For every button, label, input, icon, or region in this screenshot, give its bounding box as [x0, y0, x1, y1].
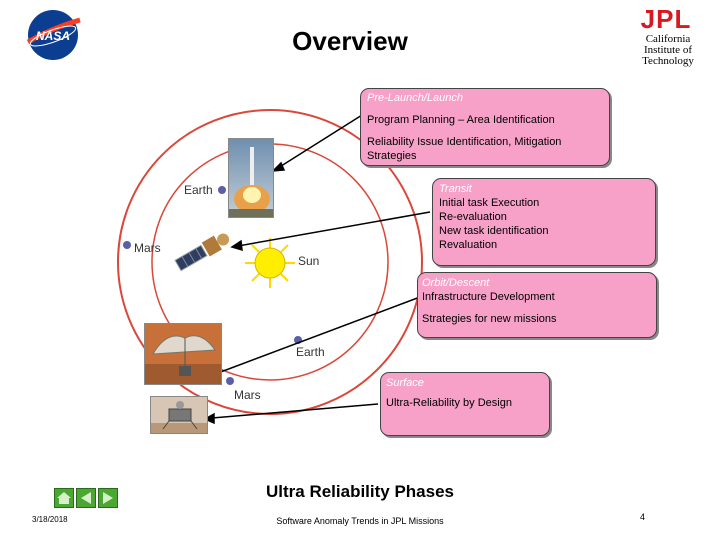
arrow-transit	[237, 211, 431, 247]
spacecraft-image	[174, 233, 230, 272]
nasa-logo: NASA	[26, 10, 81, 60]
outer-orbit	[117, 109, 423, 415]
surface-lander-image	[150, 396, 208, 434]
page-number: 4	[640, 512, 646, 522]
rocket-launch-image	[228, 138, 274, 218]
label-sun: Sun	[298, 254, 320, 268]
phase-header: Surface	[386, 377, 424, 389]
phase-line: Infrastructure Development	[422, 291, 555, 303]
footer-date: 3/18/2018	[32, 515, 68, 524]
arrow-surface	[211, 403, 379, 419]
page-title: Overview	[292, 26, 408, 56]
arrow-orbit	[209, 296, 421, 377]
descent-parachute-image	[144, 323, 222, 385]
phase-header: Pre-Launch/Launch	[367, 92, 464, 104]
arrow-left-icon	[81, 492, 91, 504]
phase-line: Strategies for new missions	[422, 313, 557, 325]
mars-planet-bottom	[226, 377, 234, 385]
earth-planet-top	[218, 186, 226, 194]
jpl-logo: JPL	[641, 6, 692, 32]
phase-box-launch: Pre-Launch/Launch Program Planning – Are…	[360, 88, 610, 166]
institution-line: California	[645, 33, 691, 45]
arrow-launch	[277, 109, 371, 169]
footer-title: Software Anomaly Trends in JPL Missions	[276, 516, 444, 526]
institution-line: Technology	[642, 55, 694, 67]
phase-header: Transit	[439, 183, 472, 195]
label-mars-left: Mars	[134, 241, 161, 255]
phase-line: Program Planning – Area Identification	[367, 114, 555, 126]
previous-button[interactable]	[76, 488, 96, 508]
phase-line: Revaluation	[439, 239, 498, 251]
phase-header: Orbit/Descent	[422, 277, 490, 289]
phase-line: New task identification	[439, 225, 549, 237]
home-button[interactable]	[54, 488, 74, 508]
phase-box-transit: Transit Initial task Execution Re-evalua…	[432, 178, 656, 266]
phase-line: Reliability Issue Identification, Mitiga…	[367, 136, 562, 162]
sun-icon	[245, 238, 295, 288]
label-earth-bottom: Earth	[296, 345, 325, 359]
home-icon	[57, 492, 71, 504]
mars-planet-left	[123, 241, 131, 249]
phase-box-orbit: Orbit/Descent Infrastructure Development…	[417, 272, 657, 338]
phases-title: Ultra Reliability Phases	[265, 482, 455, 501]
jpl-logo-text: JPL	[641, 6, 692, 32]
phase-line: Ultra-Reliability by Design	[386, 397, 512, 409]
label-earth-top: Earth	[184, 183, 213, 197]
phase-box-surface: Surface Ultra-Reliability by Design	[380, 372, 550, 436]
next-button[interactable]	[98, 488, 118, 508]
nasa-logo-text: NASA	[36, 29, 70, 43]
arrow-right-icon	[103, 492, 113, 504]
label-mars-bottom: Mars	[234, 388, 261, 402]
phase-line: Re-evaluation	[439, 211, 507, 223]
institution-name: California Institute of Technology	[626, 34, 710, 67]
phase-line: Initial task Execution	[439, 197, 540, 209]
institution-line: Institute of	[644, 44, 692, 56]
